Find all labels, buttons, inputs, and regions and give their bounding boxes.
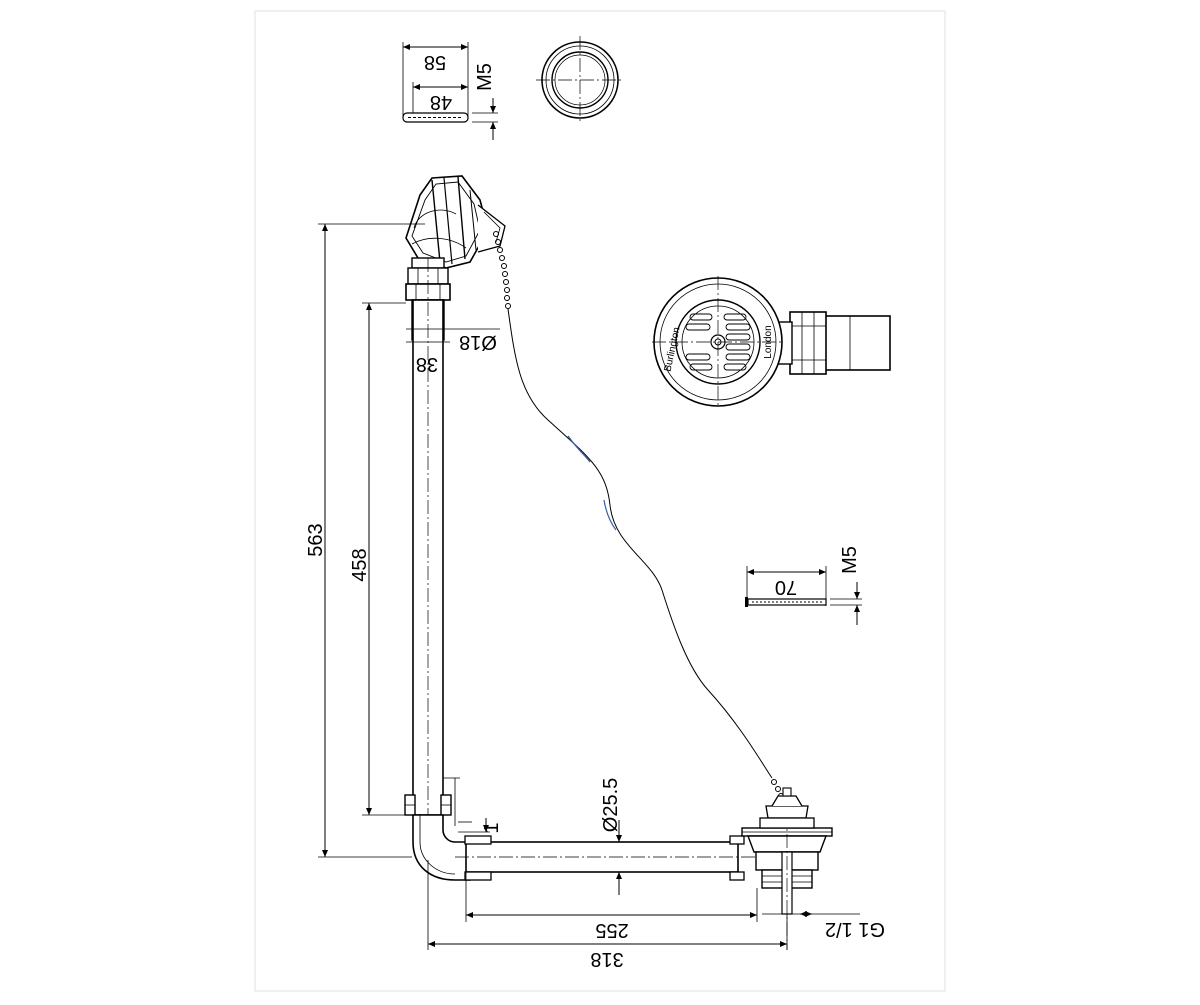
dim-upper-connector: 38 xyxy=(416,353,438,375)
overflow-plate-side-view: 58 48 M5 xyxy=(402,42,498,140)
dim-bolt-thread: M5 xyxy=(839,546,861,574)
waste-grille-front-view: Burlington London xyxy=(652,276,891,408)
dim-height-total: 563 xyxy=(305,523,327,556)
offset-detail: 1 xyxy=(443,777,503,834)
dim-overflow-outer: 58 xyxy=(424,51,446,73)
overflow-plate-front-view xyxy=(536,36,624,124)
overflow-chain xyxy=(493,231,784,799)
dim-pipe-diameter-lower: Ø25.5 xyxy=(600,778,622,832)
waste-pipe-assembly: 1 Ø18 38 xyxy=(404,175,833,950)
dim-bolt-length: 70 xyxy=(775,576,797,598)
bolt-detail: 70 M5 xyxy=(745,546,862,625)
dim-height-pipe: 458 xyxy=(349,548,371,581)
dim-length-inner: 255 xyxy=(595,919,628,941)
dim-waste-thread: G1 1/2 xyxy=(825,918,885,940)
waste-outlet xyxy=(741,787,833,950)
lower-vertical-connector xyxy=(404,794,452,816)
dim-overflow-inner: 48 xyxy=(430,91,452,113)
drawing-frame xyxy=(254,10,946,992)
dim-length-total: 318 xyxy=(590,948,623,970)
overflow-head xyxy=(405,175,506,269)
dim-overflow-thread: M5 xyxy=(474,63,496,91)
dim-pipe-diameter-upper: Ø18 xyxy=(459,331,497,353)
dimension-lines: 563 458 Ø25.5 255 318 G1 1/2 xyxy=(305,223,885,970)
grille-brand-city: London xyxy=(763,325,774,358)
pipe-elbow xyxy=(412,814,471,881)
dim-offset-small: 1 xyxy=(481,822,503,833)
